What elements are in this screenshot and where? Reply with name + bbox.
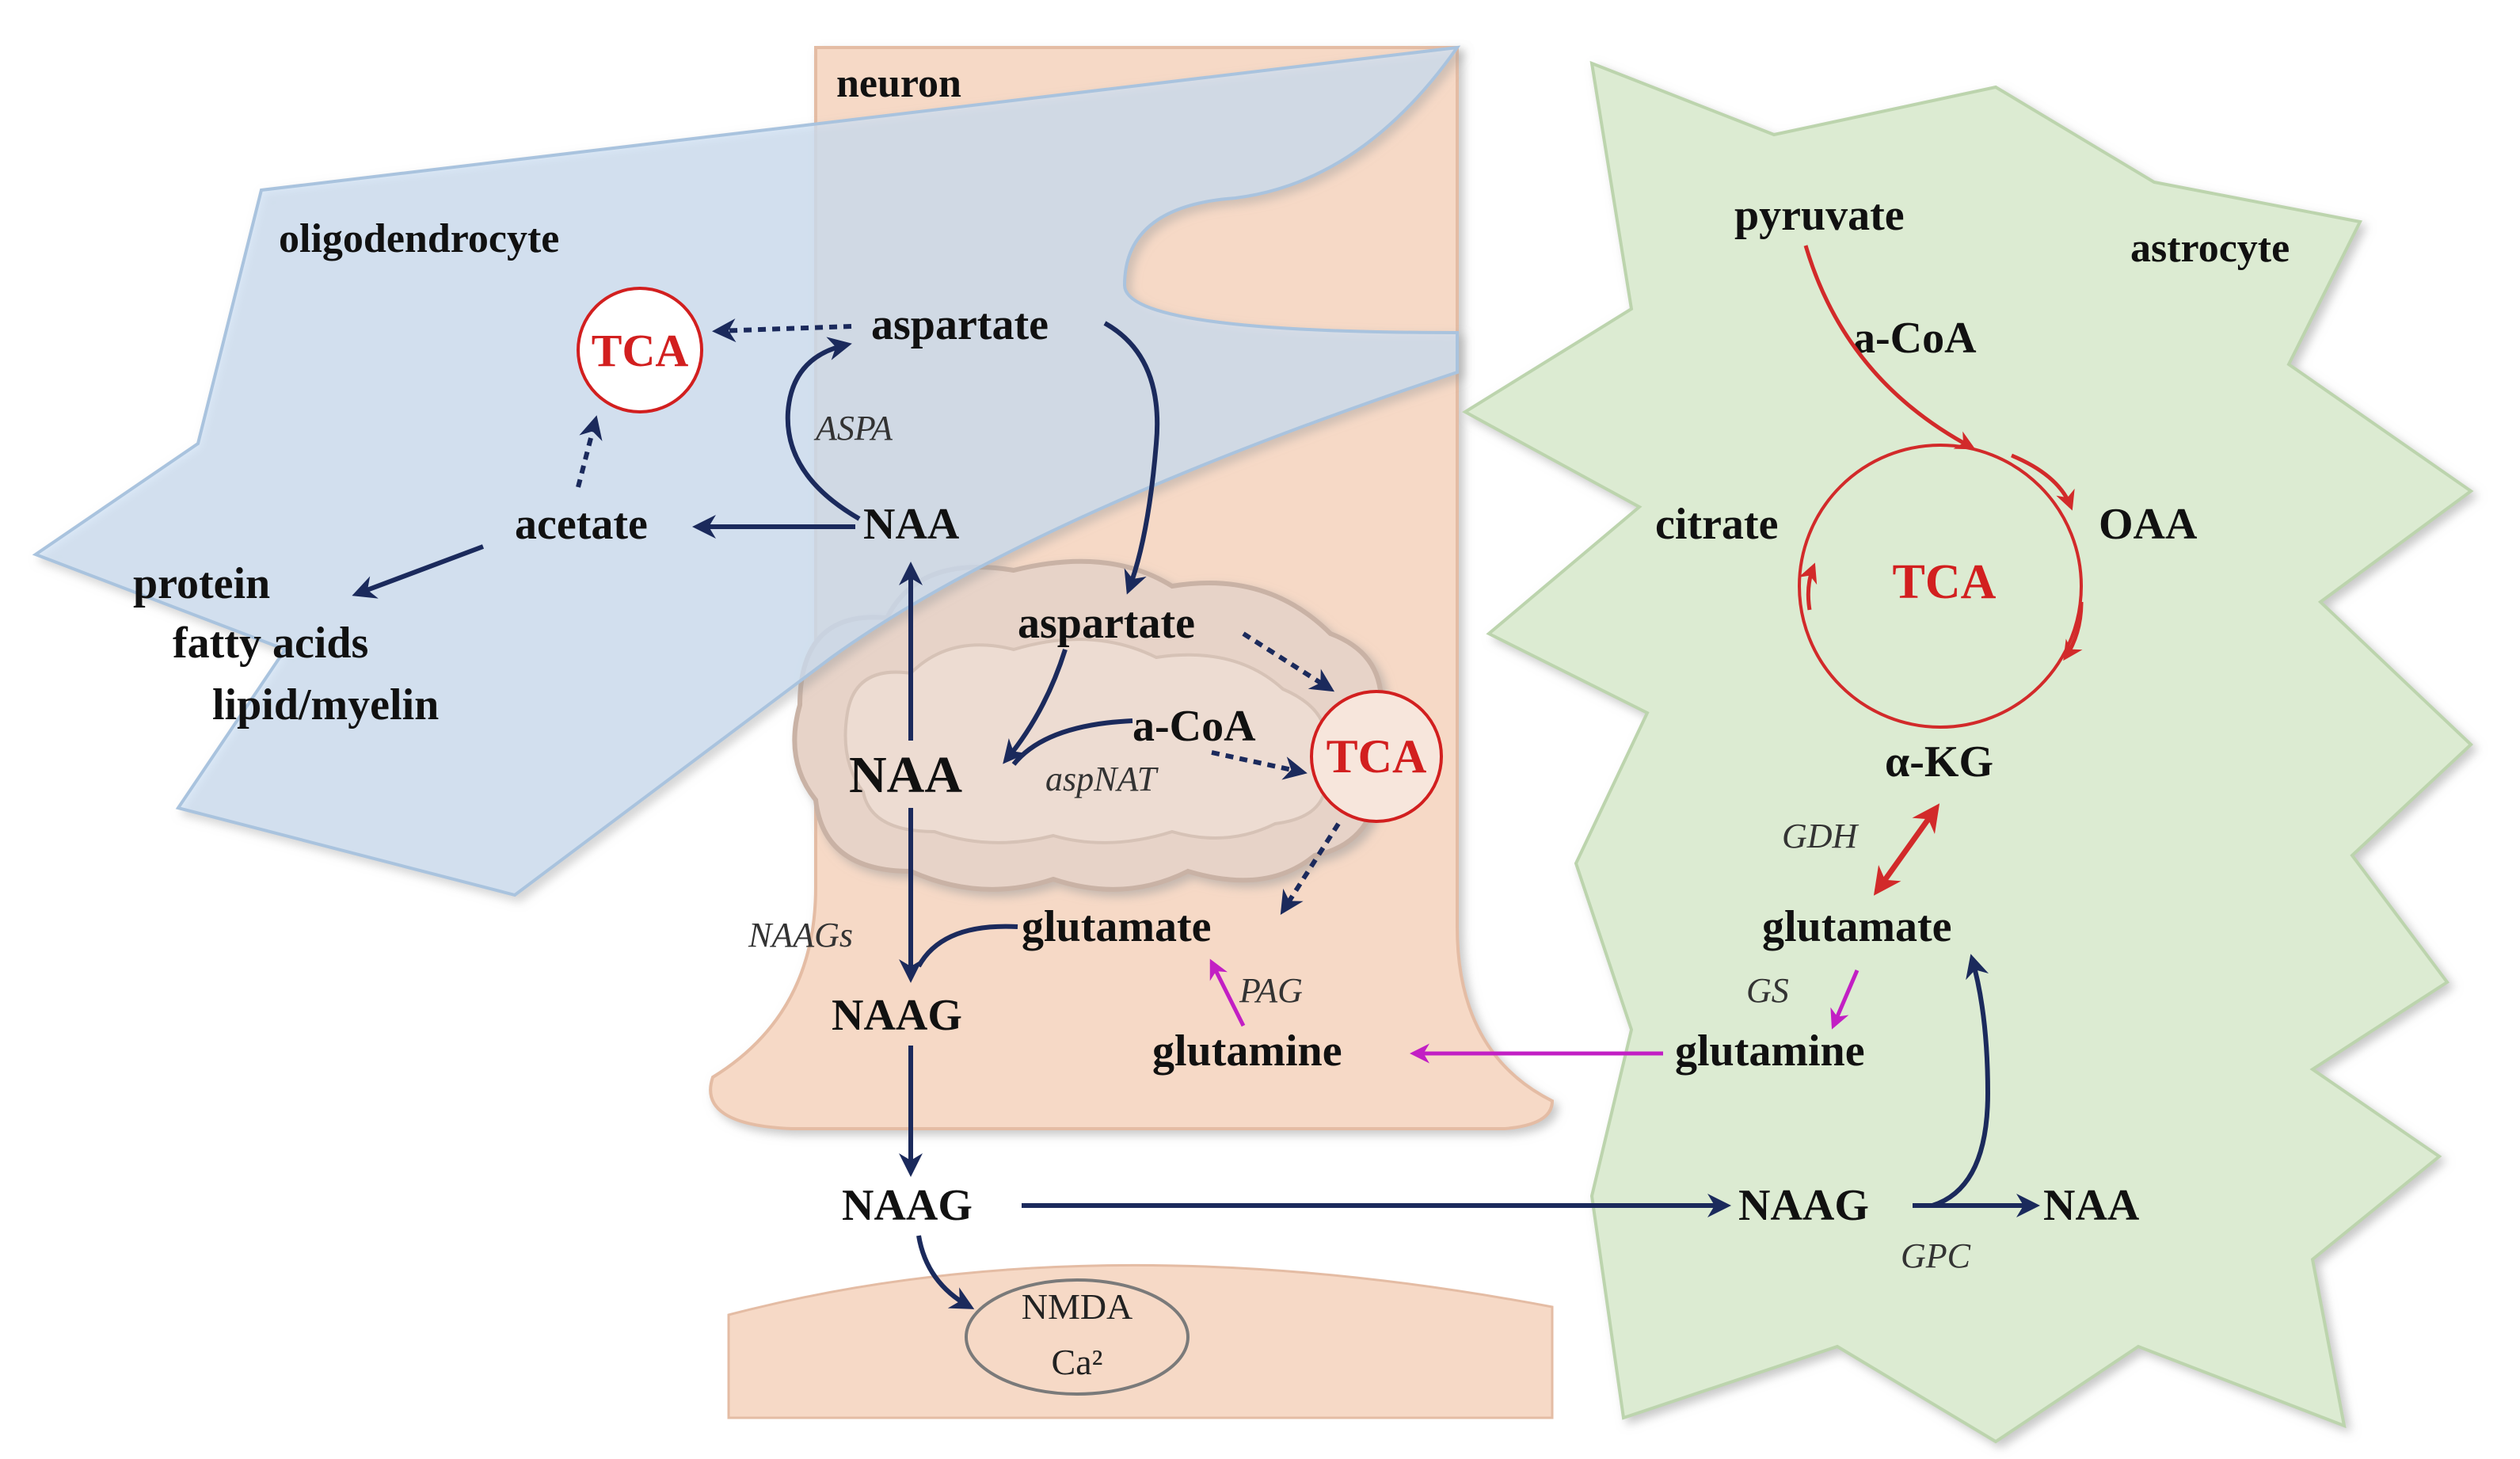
astro-acoa: a-CoA (1853, 314, 1977, 363)
neuron-aspartate-mito: aspartate (1018, 599, 1195, 648)
astro-tca-label: TCA (1893, 555, 1997, 609)
label-astrocyte: astrocyte (2130, 226, 2290, 271)
arrow-tca-top-to-oaa (2011, 453, 2075, 511)
astro-gpc-enzyme: GPC (1901, 1236, 1971, 1275)
neuron-aspnat-enzyme: aspNAT (1045, 760, 1159, 798)
oligo-acetate: acetate (515, 500, 648, 549)
neuron-naa-top: NAA (863, 500, 960, 549)
neuron-tca-label: TCA (1327, 730, 1427, 783)
arrow-tca-right-down (2063, 601, 2084, 661)
astro-akg: α-KG (1885, 737, 1993, 787)
oligo-product-fatty-acids: fatty acids (173, 619, 368, 668)
arrow-glutamine-to-glutamate-pag (1209, 958, 1246, 1027)
neuron-acoa: a-CoA (1132, 702, 1256, 751)
arrow-aspartate-mito-to-naa (1003, 649, 1068, 764)
arrow-gpc-to-astro-glutamate (1932, 954, 1991, 1208)
neuron-aspa-enzyme: ASPA (813, 409, 893, 448)
astro-glutamine: glutamine (1675, 1027, 1865, 1076)
astro-gdh-enzyme: GDH (1782, 817, 1860, 855)
arrow-tca-left-up (1798, 562, 1818, 611)
arrow-tca-to-glutamate (1280, 822, 1341, 916)
oligo-product-protein: protein (133, 559, 270, 608)
arrow-glutamate-to-glutamine-gs (1830, 969, 1860, 1030)
arrow-aspartate-mito-to-tca (1242, 631, 1335, 692)
neuron-naags-enzyme: NAAGs (748, 916, 853, 954)
arrow-glutamate-join (916, 924, 1018, 968)
ca-label: Ca² (1052, 1342, 1103, 1382)
neuron-aspartate-top: aspartate (871, 300, 1049, 349)
red-arrows (1798, 245, 2084, 896)
oligo-tca-label: TCA (592, 325, 689, 376)
astrocyte-cell (1462, 60, 2474, 1444)
arrow-acetate-to-protein (352, 544, 485, 599)
oligodendrocyte-cell (32, 45, 1461, 897)
astro-oaa: OAA (2099, 500, 2198, 549)
arrow-acetate-to-oligo-tca (576, 415, 603, 488)
arrow-aspartate-top-to-mito (1103, 321, 1160, 595)
nmda-receptor (965, 1278, 1190, 1396)
oligo-tca-circle (577, 287, 703, 413)
navy-arrows (352, 318, 2040, 1309)
label-neuron: neuron (836, 61, 961, 106)
arrow-acoa-join (1011, 718, 1133, 766)
neuron-naag-outer: NAAG (842, 1181, 973, 1230)
astro-naa: NAA (2043, 1181, 2140, 1230)
oligo-product-lipid-myelin: lipid/myelin (212, 680, 439, 730)
astro-pyruvate: pyruvate (1734, 191, 1905, 240)
neuron-glutamine: glutamine (1152, 1027, 1342, 1076)
neuron-naag-inner: NAAG (832, 991, 962, 1040)
nmda-label: NMDA (1022, 1286, 1133, 1327)
arrow-gdh-bidirectional (1873, 803, 1940, 896)
arrow-naa-to-aspartate-aspa (785, 337, 861, 521)
astro-naag: NAAG (1738, 1181, 1869, 1230)
magenta-arrows (1209, 958, 1860, 1064)
neuron-tca-circle (1310, 690, 1443, 823)
astro-tca-cycle (1798, 444, 2083, 729)
neuron-glutamate: glutamate (1022, 902, 1212, 951)
arrow-pyruvate-to-tca (1803, 245, 1976, 450)
astro-citrate: citrate (1655, 500, 1778, 549)
arrow-acoa-to-tca (1211, 750, 1308, 780)
neuron-pag-enzyme: PAG (1239, 971, 1303, 1010)
astro-gs-enzyme: GS (1746, 971, 1789, 1010)
label-oligodendrocyte: oligodendrocyte (279, 216, 559, 261)
neuron-naa-mito: NAA (849, 746, 962, 804)
arrow-naag-to-nmda (916, 1235, 975, 1309)
astro-glutamate: glutamate (1762, 902, 1952, 951)
